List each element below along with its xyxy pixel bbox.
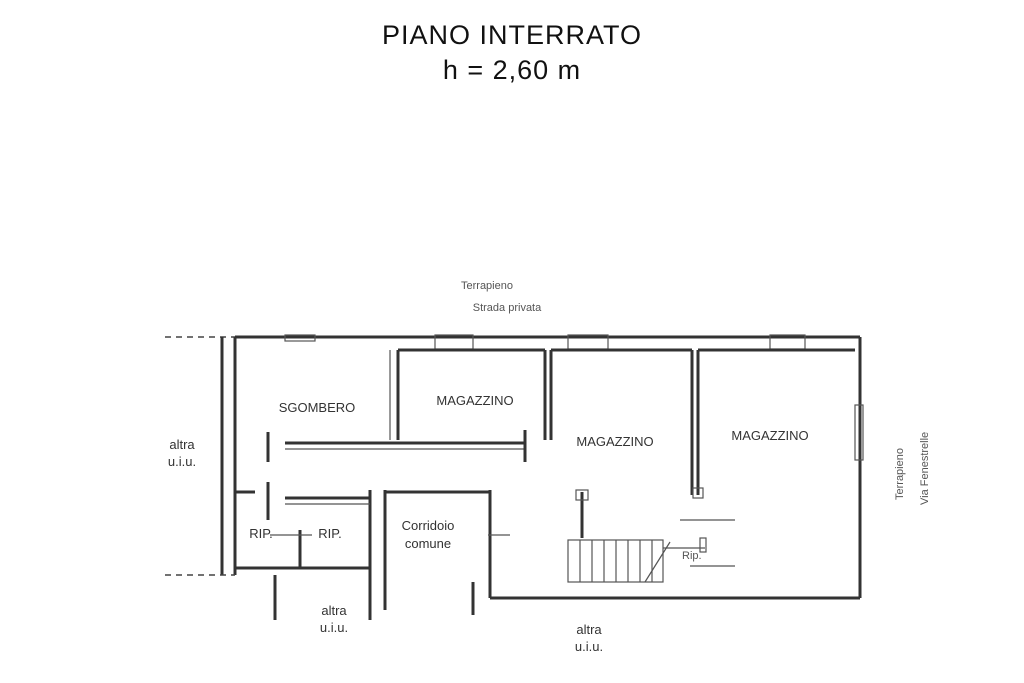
- top-context-line1: Terrapieno: [461, 280, 513, 292]
- right-context-line2: Via Fenestrelle: [919, 432, 931, 505]
- corridor-label-line2: comune: [405, 536, 451, 551]
- corridor-label-line1: Corridoio: [402, 518, 455, 533]
- staircase: [567, 537, 707, 583]
- left-context-line2: u.i.u.: [168, 454, 196, 469]
- right-context-line1: Terrapieno: [894, 448, 906, 500]
- plan-height: h = 2,60 m: [442, 55, 582, 85]
- room-rip-1: RIP.: [249, 526, 273, 541]
- plan-title: PIANO INTERRATO: [381, 20, 643, 50]
- inner-walls: [235, 348, 855, 568]
- left-context-line1: altra: [169, 437, 195, 452]
- bottom-left-context-line1: altra: [321, 603, 347, 618]
- windows: [284, 334, 864, 461]
- outer-walls: [165, 335, 862, 620]
- bottom-left-context-line2: u.i.u.: [320, 620, 348, 635]
- room-magazzino-1: MAGAZZINO: [436, 393, 513, 408]
- bottom-right-context-line2: u.i.u.: [575, 639, 603, 654]
- room-rip-2: RIP.: [318, 526, 342, 541]
- stair-label: Rip.: [682, 550, 702, 562]
- top-context-line2: Strada privata: [473, 302, 542, 314]
- room-magazzino-2: MAGAZZINO: [576, 434, 653, 449]
- room-magazzino-3: MAGAZZINO: [731, 428, 808, 443]
- bottom-right-context-line1: altra: [576, 622, 602, 637]
- room-sgombero: SGOMBERO: [279, 400, 356, 415]
